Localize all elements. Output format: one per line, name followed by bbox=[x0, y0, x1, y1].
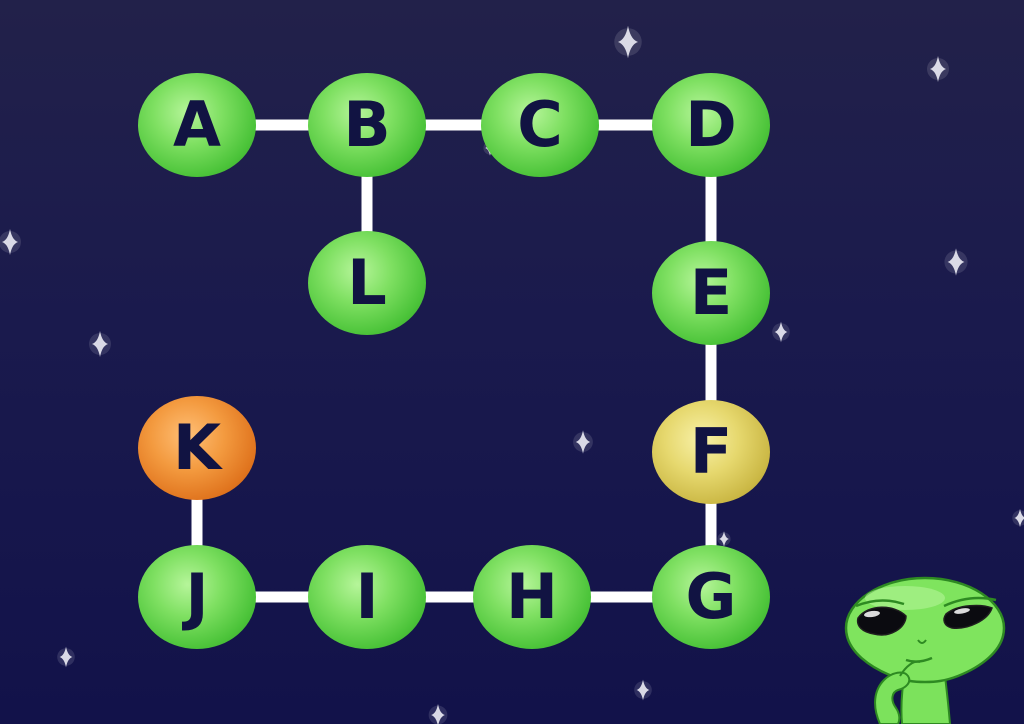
star-icon bbox=[927, 56, 949, 82]
star-icon bbox=[428, 703, 448, 724]
star-icon bbox=[614, 25, 642, 59]
star-icon bbox=[634, 679, 652, 701]
star-icon bbox=[57, 646, 75, 668]
star-icon bbox=[717, 531, 731, 547]
star-icon bbox=[0, 229, 21, 255]
star-icon bbox=[573, 430, 593, 454]
star-icon bbox=[89, 331, 111, 357]
star-icon bbox=[944, 248, 968, 276]
star-icon bbox=[1012, 508, 1024, 528]
star-icon bbox=[772, 321, 790, 343]
